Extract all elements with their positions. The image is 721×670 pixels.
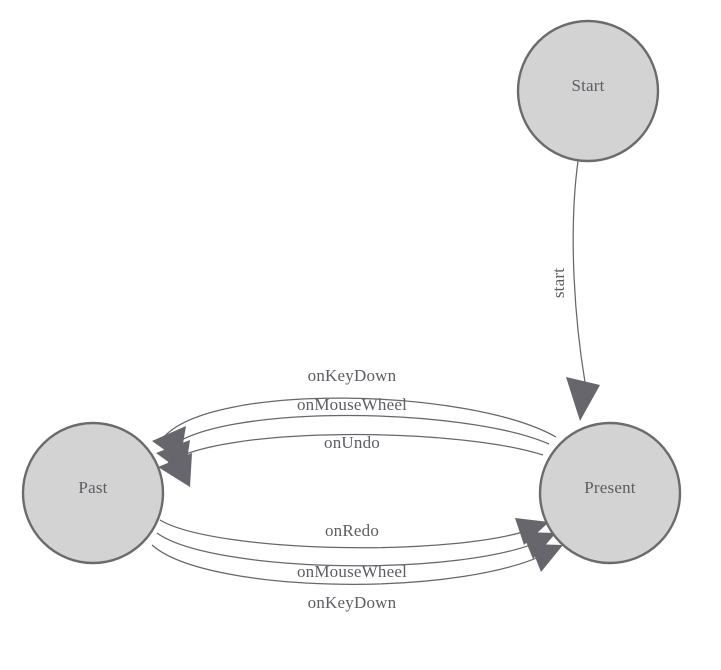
edge-start-to-present-arrowhead <box>566 377 600 421</box>
edge-past-to-present-1[interactable]: onRedo <box>159 518 549 549</box>
edge-start-to-present[interactable]: start <box>549 160 600 421</box>
node-past[interactable]: Past <box>21 421 165 565</box>
edge-label-past-present-1: onRedo <box>325 521 379 540</box>
node-past-circle <box>21 421 165 565</box>
edge-past-to-present-3-arrowhead <box>530 544 563 572</box>
edge-start-to-present-path <box>572 160 587 389</box>
edge-past-to-present-3[interactable]: onKeyDown <box>151 544 563 612</box>
edge-past-to-present-1-arrowhead <box>515 518 549 545</box>
edge-label-present-past-1: onKeyDown <box>308 366 397 385</box>
edge-label-past-present-3: onKeyDown <box>308 593 397 612</box>
edge-label-start: start <box>549 268 568 298</box>
edge-past-to-present-1-path <box>159 519 539 549</box>
node-present-label: Present <box>584 478 636 497</box>
edge-present-to-past-1-path <box>162 397 557 439</box>
node-start-circle <box>516 19 660 163</box>
node-present-circle <box>538 421 682 565</box>
edge-present-to-past-3-arrowhead <box>158 453 192 487</box>
node-start-label: Start <box>571 76 604 95</box>
node-present[interactable]: Present <box>538 421 682 565</box>
edge-label-present-past-2: onMouseWheel <box>297 395 407 414</box>
edge-past-to-present-2-path <box>156 532 546 567</box>
node-past-label: Past <box>78 478 107 497</box>
edge-present-to-past-2-path <box>166 414 550 451</box>
edge-label-present-past-3: onUndo <box>324 433 380 452</box>
edge-past-to-present-3-path <box>151 544 554 585</box>
edge-label-past-present-2: onMouseWheel <box>297 562 407 581</box>
edge-present-to-past-3-path <box>167 433 544 464</box>
edge-present-to-past-3[interactable]: onUndo <box>158 433 544 487</box>
node-start[interactable]: Start <box>516 19 660 163</box>
